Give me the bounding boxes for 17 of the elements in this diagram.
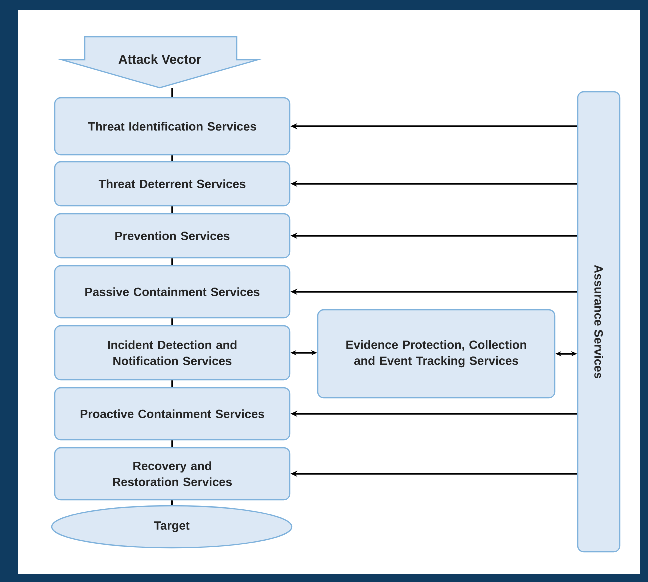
service-box: Prevention Services <box>54 213 291 259</box>
connector <box>172 206 174 214</box>
service-box: Recovery and Restoration Services <box>54 447 291 501</box>
service-bar: Assurance Services <box>577 91 621 553</box>
connector <box>172 318 174 326</box>
service-box: Proactive Containment Services <box>54 387 291 441</box>
service-box: Threat Identification Services <box>54 97 291 156</box>
connector <box>171 500 174 506</box>
service-box: Evidence Protection, Collection and Event Tracking Services <box>317 309 556 399</box>
connector <box>172 156 174 162</box>
connector <box>172 440 174 448</box>
connector <box>172 258 174 266</box>
service-box: Passive Containment Services <box>54 265 291 319</box>
service-box: Incident Detection and Notification Services <box>54 325 291 381</box>
connector <box>172 380 174 388</box>
connector <box>172 88 174 98</box>
service-box: Threat Deterrent Services <box>54 161 291 207</box>
